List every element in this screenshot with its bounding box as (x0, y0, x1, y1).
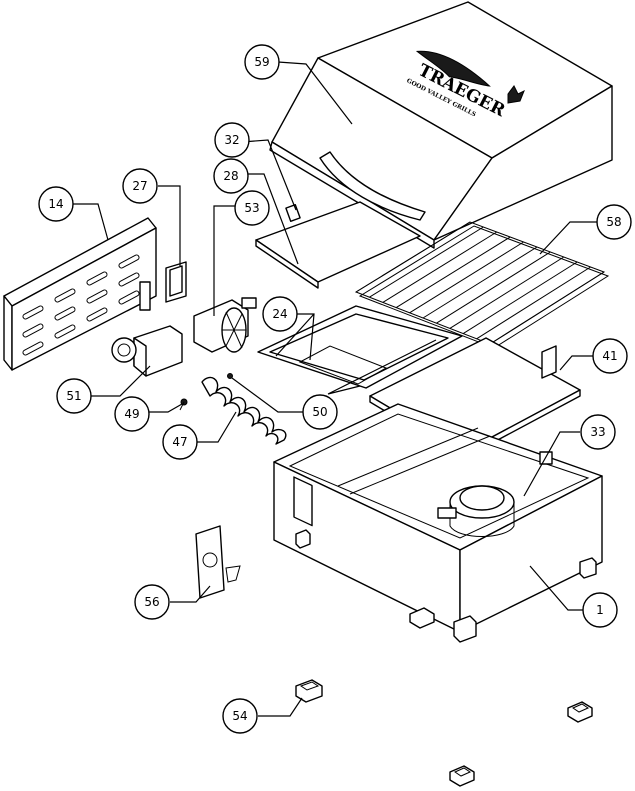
vent-slot (86, 289, 108, 304)
auger (201, 376, 287, 445)
vent-slot (22, 323, 44, 338)
svg-text:50: 50 (312, 405, 327, 419)
controller (195, 525, 241, 599)
leader-27 (158, 185, 181, 266)
callout-54: 54 (222, 698, 258, 734)
callout-32: 32 (214, 122, 250, 158)
vent-slot (54, 324, 76, 339)
callout-58: 58 (596, 204, 632, 240)
callout-56: 56 (134, 584, 170, 620)
svg-text:41: 41 (602, 349, 617, 363)
svg-text:54: 54 (232, 709, 247, 723)
svg-text:33: 33 (590, 425, 605, 439)
fire-pot-tray (257, 305, 463, 389)
svg-text:59: 59 (254, 55, 269, 69)
fan (193, 297, 257, 353)
svg-text:51: 51 (66, 389, 81, 403)
vent-slot (86, 307, 108, 322)
svg-text:27: 27 (132, 179, 147, 193)
grate-bar (355, 221, 471, 293)
foot (567, 701, 593, 723)
side-panel (3, 217, 157, 371)
foot (449, 765, 475, 787)
svg-text:49: 49 (124, 407, 139, 421)
callout-41: 41 (592, 338, 628, 374)
callout-14: 14 (38, 186, 74, 222)
svg-text:28: 28 (223, 169, 238, 183)
callout-51: 51 (56, 378, 92, 414)
grate-bar (409, 241, 524, 314)
callouts: 59 32 28 27 53 14 58 24 (38, 44, 632, 734)
callout-49: 49 (114, 396, 150, 432)
leader-lines (70, 61, 600, 717)
leader-49 (148, 403, 183, 413)
leader-53 (213, 205, 236, 316)
callout-47: 47 (162, 424, 198, 460)
leader-56 (170, 585, 211, 603)
grate-bar (422, 246, 538, 319)
leader-multi (327, 339, 437, 395)
grate-bar (382, 231, 498, 303)
screw (179, 398, 188, 411)
grate-bar (476, 266, 591, 340)
leader-59 (277, 61, 353, 125)
svg-text:1: 1 (596, 603, 604, 617)
leader-51 (90, 365, 151, 397)
grate-bar (436, 251, 551, 324)
leader-33 (523, 431, 580, 497)
callout-1: 1 (582, 592, 618, 628)
leader-41 (559, 355, 594, 371)
leader-14 (70, 203, 109, 241)
pin (227, 373, 233, 379)
foot (409, 607, 435, 629)
hopper-bracket (165, 261, 187, 303)
auger-motor (111, 325, 183, 377)
grate-bars (355, 221, 605, 345)
lid-handle-bracket (285, 204, 301, 222)
vent-slot (86, 271, 108, 286)
callout-27: 27 (122, 168, 158, 204)
svg-text:58: 58 (606, 215, 621, 229)
lid: TRAEGER GOOD VALLEY GRILLS (269, 1, 613, 249)
vent-slots (22, 254, 140, 356)
vent-slot (118, 272, 140, 287)
svg-text:56: 56 (144, 595, 159, 609)
svg-text:32: 32 (224, 133, 239, 147)
svg-text:24: 24 (272, 307, 287, 321)
vent-slot (54, 288, 76, 303)
grate-bar (489, 271, 605, 345)
leader-54 (258, 697, 303, 717)
grate-bar (462, 261, 578, 335)
grill-grate (354, 221, 610, 349)
fire-pot (437, 485, 515, 537)
svg-text:53: 53 (244, 201, 259, 215)
leader-47 (196, 411, 237, 443)
leader-28 (244, 173, 299, 265)
callout-33: 33 (580, 414, 616, 450)
callout-59: 59 (244, 44, 280, 80)
callout-50: 50 (302, 394, 338, 430)
foot (295, 679, 323, 703)
vent-slot (54, 306, 76, 321)
mount-bracket (139, 281, 151, 311)
leader-50 (231, 377, 304, 413)
leader-32 (241, 139, 297, 211)
callout-24: 24 (262, 296, 298, 332)
callout-53: 53 (234, 190, 270, 226)
vent-slot (22, 305, 44, 320)
vent-slot (118, 290, 140, 305)
svg-text:14: 14 (48, 197, 63, 211)
leader-58 (539, 221, 600, 255)
grate-bar (369, 226, 484, 298)
vent-slot (22, 341, 44, 356)
grate-bar (395, 236, 511, 309)
callout-28: 28 (213, 158, 249, 194)
vent-slot (118, 254, 140, 269)
grate-bar (449, 256, 565, 329)
svg-text:47: 47 (172, 435, 187, 449)
grill-body (273, 403, 603, 643)
